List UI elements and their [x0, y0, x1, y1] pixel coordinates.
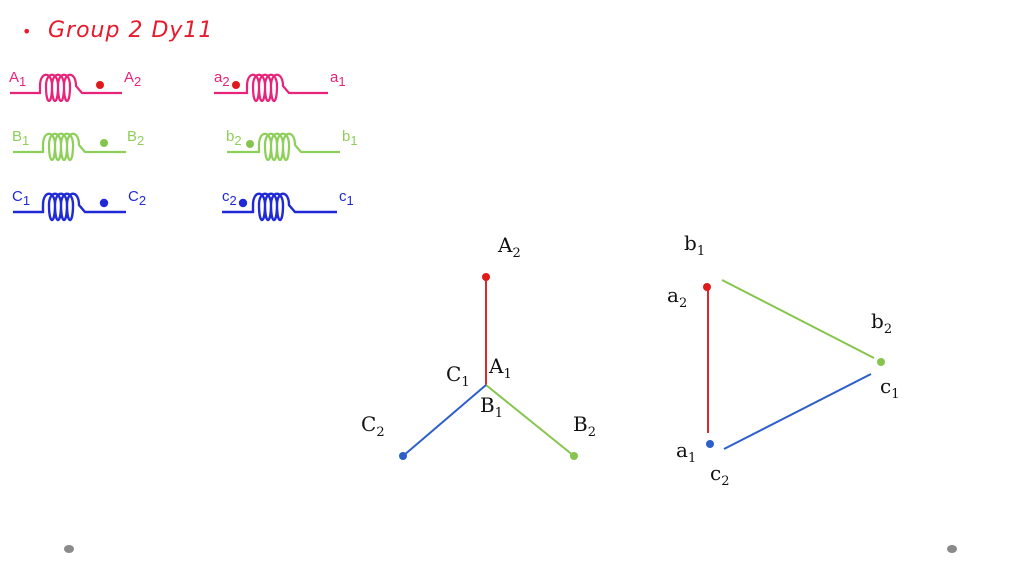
winding-label: a1	[330, 69, 346, 89]
polarity-dot	[99, 198, 109, 208]
winding-label: c2	[222, 188, 237, 208]
slide-title-text: Group 2 Dy11	[48, 18, 214, 43]
label-delta-b2: b2	[871, 309, 892, 337]
winding-label: b1	[342, 128, 358, 148]
next-slide-dot[interactable]	[947, 545, 957, 553]
winding-label: A1	[9, 69, 26, 89]
winding-label: b2	[226, 128, 242, 148]
coil	[13, 192, 126, 222]
label-star-c1: C1	[446, 362, 470, 390]
label-delta-a1: a1	[676, 438, 696, 466]
coil	[222, 192, 337, 222]
label-star-a1: A1	[488, 354, 512, 382]
label-star-b1: B1	[480, 393, 503, 421]
node-b2	[570, 452, 578, 460]
node-c2	[399, 452, 407, 460]
node-a2	[703, 283, 711, 291]
winding-label: A2	[124, 69, 141, 89]
winding-label: B2	[127, 128, 144, 148]
polarity-dot	[238, 198, 248, 208]
secondary-winding-c: c2 c1	[222, 188, 354, 222]
polarity-dot	[100, 139, 108, 147]
phasor-c	[402, 384, 487, 457]
previous-slide-dot[interactable]	[64, 545, 74, 553]
winding-label: C1	[12, 188, 30, 208]
coil	[214, 73, 328, 103]
label-delta-c1: c1	[880, 374, 899, 402]
phasor-b	[485, 384, 575, 457]
label-star-b2: B2	[573, 412, 596, 440]
label-delta-c2: c2	[710, 461, 729, 489]
coil	[227, 132, 340, 162]
coil	[13, 132, 126, 162]
node-a1	[706, 440, 714, 448]
label-star-a2: A2	[497, 233, 521, 261]
bullet-icon: •	[22, 22, 33, 41]
polarity-dot	[232, 81, 240, 89]
primary-winding-c: C1 C2	[12, 188, 146, 222]
node-a2	[482, 273, 490, 281]
node-b2	[877, 358, 885, 366]
winding-label: C2	[128, 188, 146, 208]
slide-title: • Group 2 Dy11	[22, 18, 213, 43]
label-delta-b1: b1	[684, 231, 705, 259]
secondary-winding-a: a2 a1	[214, 69, 346, 103]
winding-label: c1	[339, 188, 354, 208]
polarity-dot	[96, 81, 104, 89]
label-star-c2: C2	[361, 412, 385, 440]
secondary-winding-b: b2 b1	[226, 128, 358, 162]
primary-winding-b: B1 B2	[12, 128, 144, 162]
coil	[10, 73, 122, 103]
polarity-dot	[246, 140, 254, 148]
label-delta-a2: a2	[667, 283, 687, 311]
star-phasor-diagram: A2 A1 C1 B1 B2 C2	[361, 233, 596, 460]
delta-phasor-diagram: b1 a2 b2 c1 a1 c2	[667, 231, 899, 489]
winding-label: B1	[12, 128, 29, 148]
phasor-delta-c	[723, 373, 872, 450]
primary-winding-a: A1 A2	[9, 69, 141, 103]
phasor-delta-b	[721, 279, 875, 359]
winding-label: a2	[214, 69, 230, 89]
